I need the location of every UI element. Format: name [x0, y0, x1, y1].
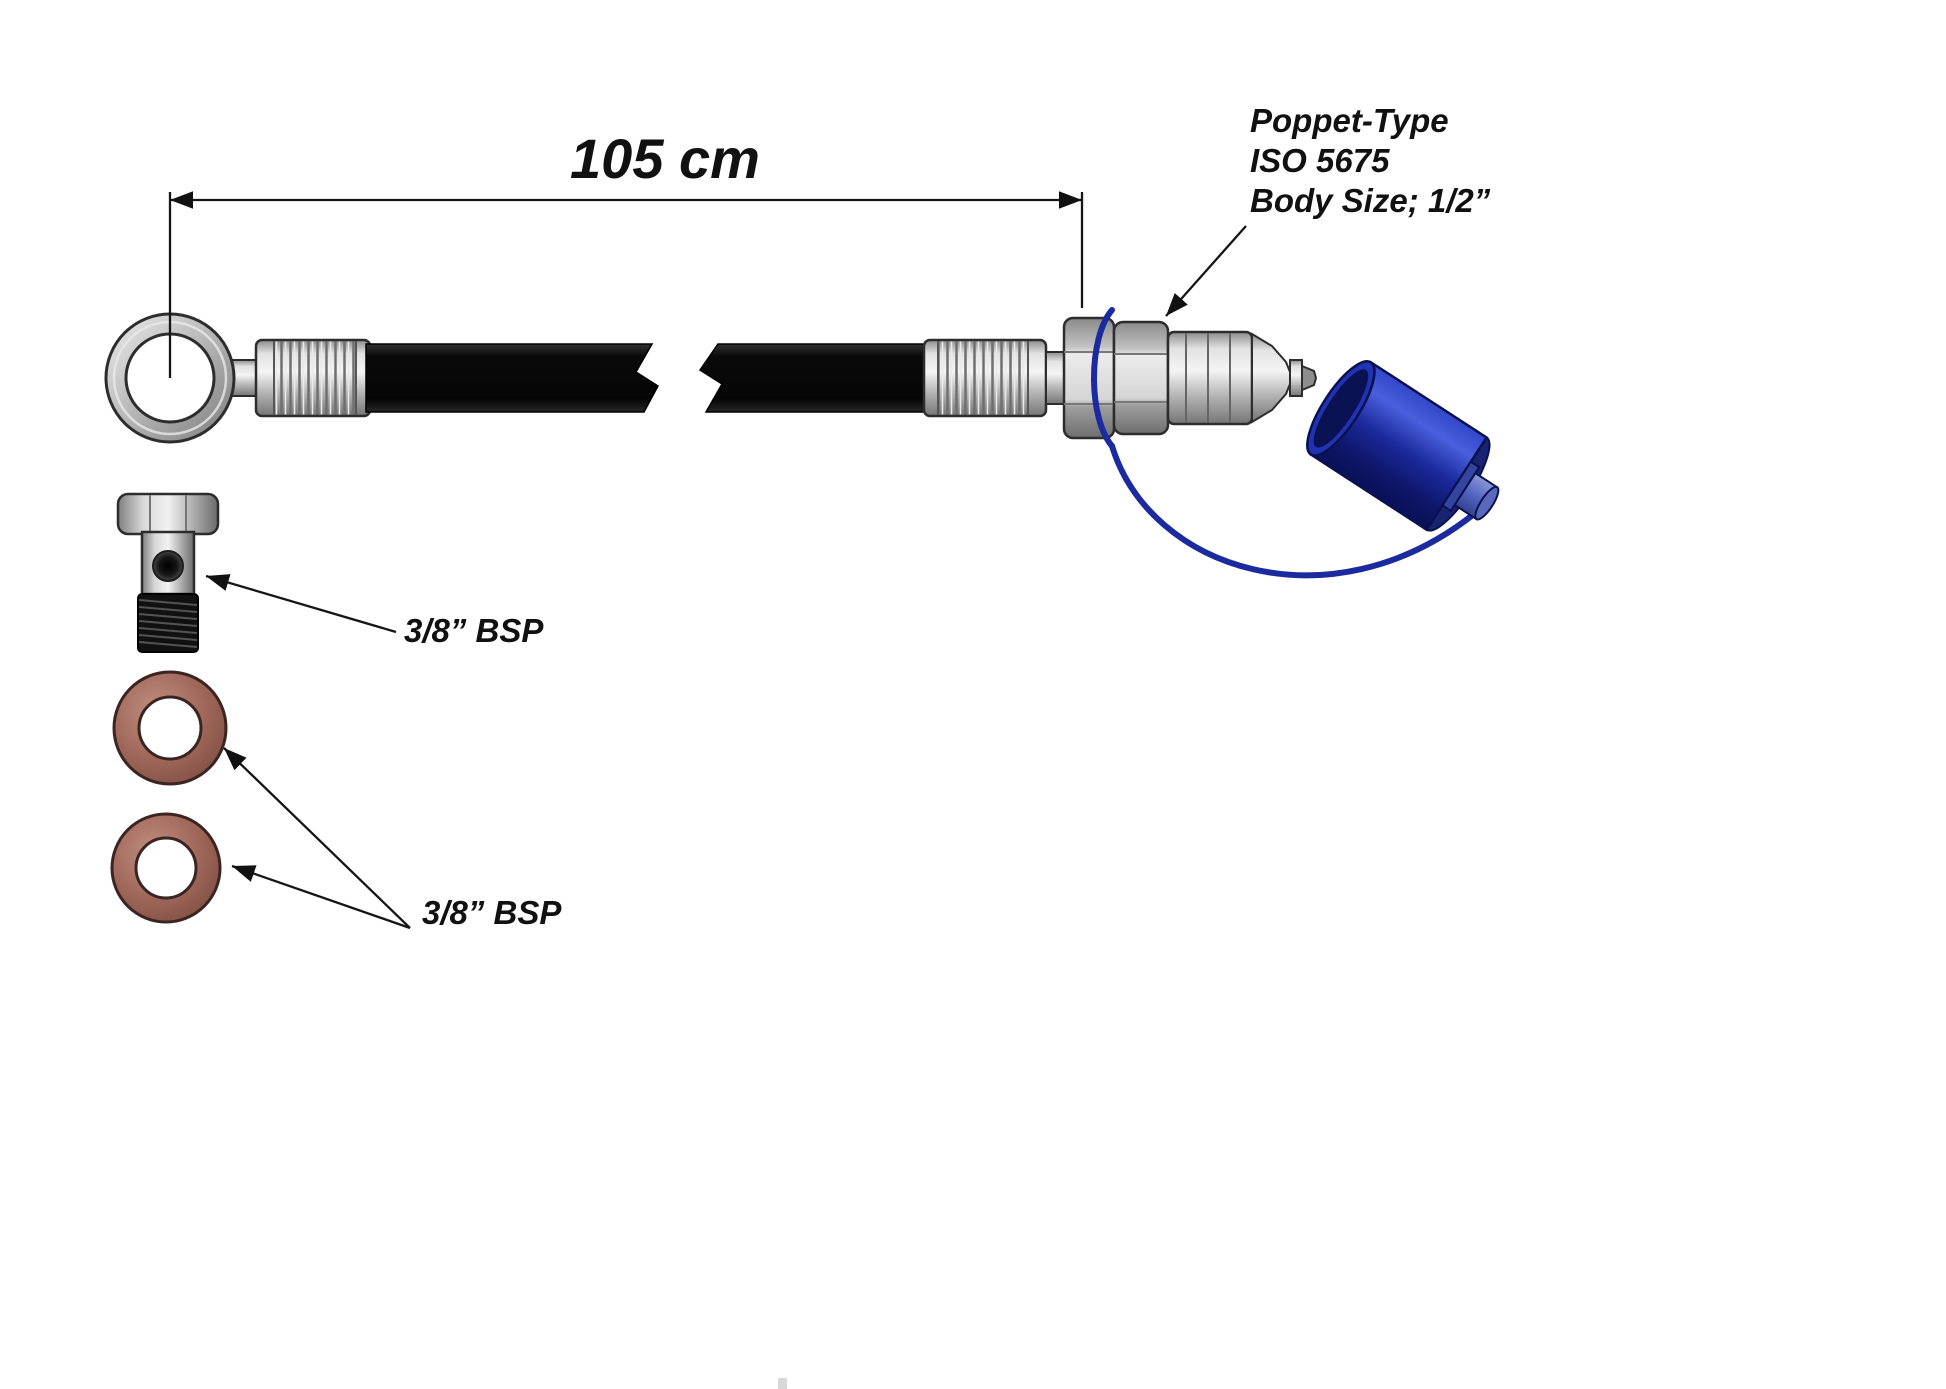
hose-segment-right — [698, 343, 927, 413]
washers-label: 3/8” BSP — [223, 747, 562, 931]
copper-washer-1 — [112, 670, 228, 786]
washers-bsp-label: 3/8” BSP — [422, 894, 562, 931]
coupler-sleeve — [1166, 330, 1254, 426]
hose-segment-left — [365, 343, 659, 413]
coupler-note-line3: Body Size; 1/2” — [1250, 182, 1491, 219]
coupler-hex-body — [1045, 316, 1170, 440]
copper-washer-2 — [110, 812, 222, 924]
hose-assembly — [104, 307, 1500, 579]
coupler-note-line1: Poppet-Type — [1250, 102, 1449, 139]
washer2-leader — [231, 864, 411, 930]
crimp-ferrule-left — [254, 338, 372, 418]
dimension-label: 105 cm — [570, 127, 760, 190]
bolt-hex-head — [116, 492, 220, 536]
coupler-tip — [1289, 359, 1303, 397]
hex-nut-1 — [1062, 316, 1116, 440]
poppet-tip — [1301, 364, 1318, 392]
bolt-label: 3/8” BSP — [205, 574, 544, 649]
coupler-note-line2: ISO 5675 — [1250, 142, 1390, 179]
bolt-bsp-label: 3/8” BSP — [404, 612, 544, 649]
coupler-nose-cone — [1251, 332, 1291, 424]
dust-cap-lanyard — [1091, 307, 1477, 579]
bolt-cross-hole — [152, 550, 184, 582]
quick-connect-coupler — [1166, 330, 1318, 426]
bolt-leader — [205, 574, 397, 634]
coupler-note: Poppet-Type ISO 5675 Body Size; 1/2” — [1165, 102, 1491, 317]
bottom-edge-artifact — [778, 1378, 787, 1389]
banjo-ring-fitting — [104, 312, 259, 444]
dust-cap-mouth-bore — [1313, 369, 1369, 448]
dust-cap — [1306, 360, 1500, 532]
lanyard-loop — [1091, 307, 1115, 449]
washer1-leader — [223, 747, 411, 929]
bolt-threads — [137, 593, 199, 653]
crimp-ferrule-right — [922, 338, 1048, 418]
coupler-collar — [1045, 351, 1065, 405]
banjo-bolt — [116, 492, 220, 653]
hex-nut-2 — [1112, 320, 1170, 436]
length-dimension: 105 cm — [168, 127, 1084, 378]
lanyard-cord — [1109, 443, 1477, 579]
coupler-note-leader — [1165, 225, 1247, 317]
dust-cap-nub-end — [1474, 485, 1500, 521]
